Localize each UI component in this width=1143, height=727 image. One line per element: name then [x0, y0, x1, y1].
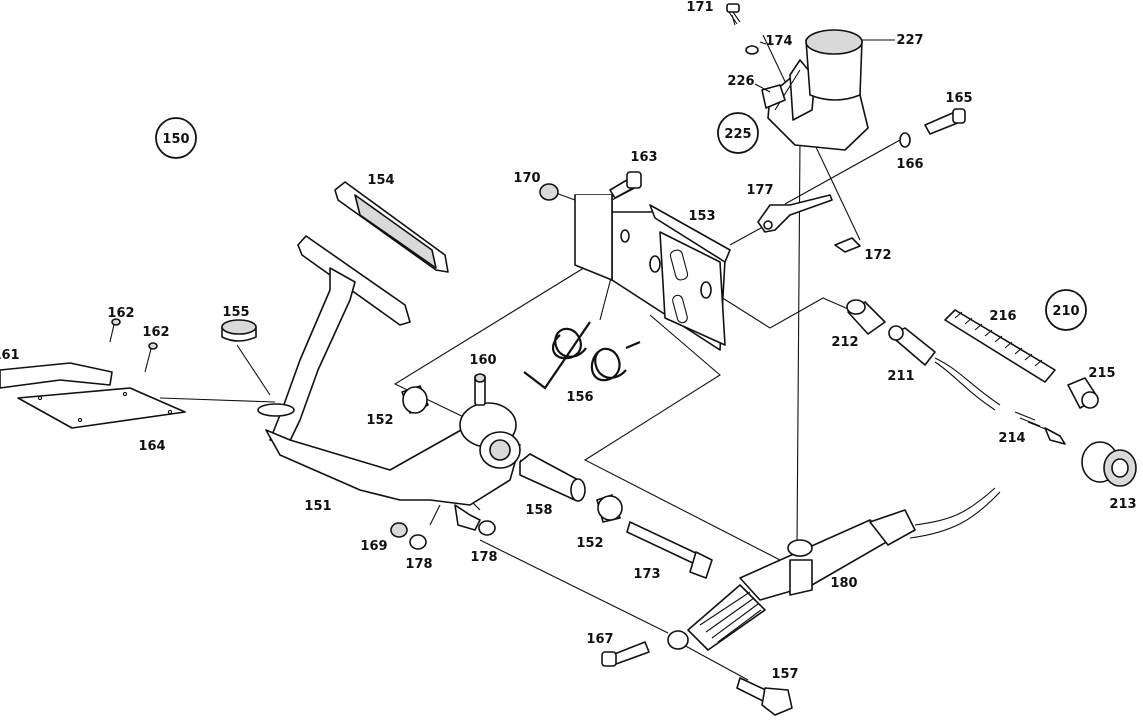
- label-213: 213: [1109, 497, 1136, 512]
- switch-211: [888, 325, 1001, 411]
- label-177: 177: [746, 183, 773, 198]
- svg-text:225: 225: [724, 127, 751, 142]
- label-152-lower: 152: [576, 536, 603, 551]
- bushing-152-lower: [596, 494, 623, 523]
- svg-text:210: 210: [1052, 304, 1079, 319]
- screws-162: [109, 318, 158, 373]
- svg-text:150: 150: [162, 132, 189, 147]
- plug-215: [1067, 377, 1099, 409]
- terminals-214: [1014, 411, 1066, 445]
- bolt-165: [899, 108, 966, 148]
- nut-169: [390, 522, 408, 538]
- label-164: 164: [138, 439, 165, 454]
- label-163: 163: [630, 150, 657, 165]
- label-162-a: 162: [107, 306, 134, 321]
- washers-178: [409, 520, 496, 550]
- label-156: 156: [566, 390, 593, 405]
- group-marker-225: 225: [717, 112, 759, 154]
- label-214: 214: [998, 431, 1025, 446]
- label-171: 171: [686, 0, 713, 15]
- label-211: 211: [887, 369, 914, 384]
- label-226: 226: [727, 74, 754, 89]
- bushing-152: [401, 385, 429, 414]
- clutch-pedal-151: [257, 235, 521, 531]
- label-167: 167: [586, 632, 613, 647]
- label-157: 157: [771, 667, 798, 682]
- part-labels: 171 174 227 226 165 166 177 172 163 170 …: [0, 0, 1137, 682]
- bolt-171: [726, 3, 759, 55]
- group-marker-210: 210: [1045, 289, 1087, 331]
- bolt-163: [539, 171, 642, 201]
- label-155: 155: [222, 305, 249, 320]
- plate-164: [17, 387, 186, 429]
- label-169: 169: [360, 539, 387, 554]
- label-160: 160: [469, 353, 496, 368]
- bolt-173: [626, 521, 713, 579]
- label-158: 158: [525, 503, 552, 518]
- sleeve-216: [944, 309, 1056, 383]
- label-162-b: 162: [142, 325, 169, 340]
- plate-161: [0, 362, 113, 389]
- label-172: 172: [864, 248, 891, 263]
- label-leaders: [754, 39, 895, 93]
- pedal-bracket-153: [574, 194, 731, 351]
- label-178-a: 178: [405, 557, 432, 572]
- label-227: 227: [896, 33, 923, 48]
- pin-157: [736, 677, 793, 716]
- label-165: 165: [945, 91, 972, 106]
- label-153: 153: [688, 209, 715, 224]
- group-marker-150: 150: [155, 117, 197, 159]
- label-215: 215: [1088, 366, 1115, 381]
- master-cylinder-180: [667, 487, 1001, 651]
- bolt-167: [601, 641, 650, 667]
- label-178-b: 178: [470, 550, 497, 565]
- label-166: 166: [896, 157, 923, 172]
- label-174: 174: [765, 34, 792, 49]
- pedal-pad-154: [334, 181, 449, 273]
- label-216: 216: [989, 309, 1016, 324]
- label-154: 154: [367, 173, 394, 188]
- bracket-177: [757, 194, 861, 253]
- connector-213: [1081, 441, 1137, 487]
- return-springs-156: [523, 321, 641, 390]
- pad-155: [221, 319, 257, 342]
- label-161: 161: [0, 348, 20, 363]
- label-180: 180: [830, 576, 857, 591]
- label-152-upper: 152: [366, 413, 393, 428]
- label-212: 212: [831, 335, 858, 350]
- label-151: 151: [304, 499, 331, 514]
- sleeve-158: [519, 453, 586, 502]
- label-170: 170: [513, 171, 540, 186]
- spacer-212: [846, 299, 886, 335]
- grease-nipple-160: [474, 373, 486, 406]
- label-173: 173: [633, 567, 660, 582]
